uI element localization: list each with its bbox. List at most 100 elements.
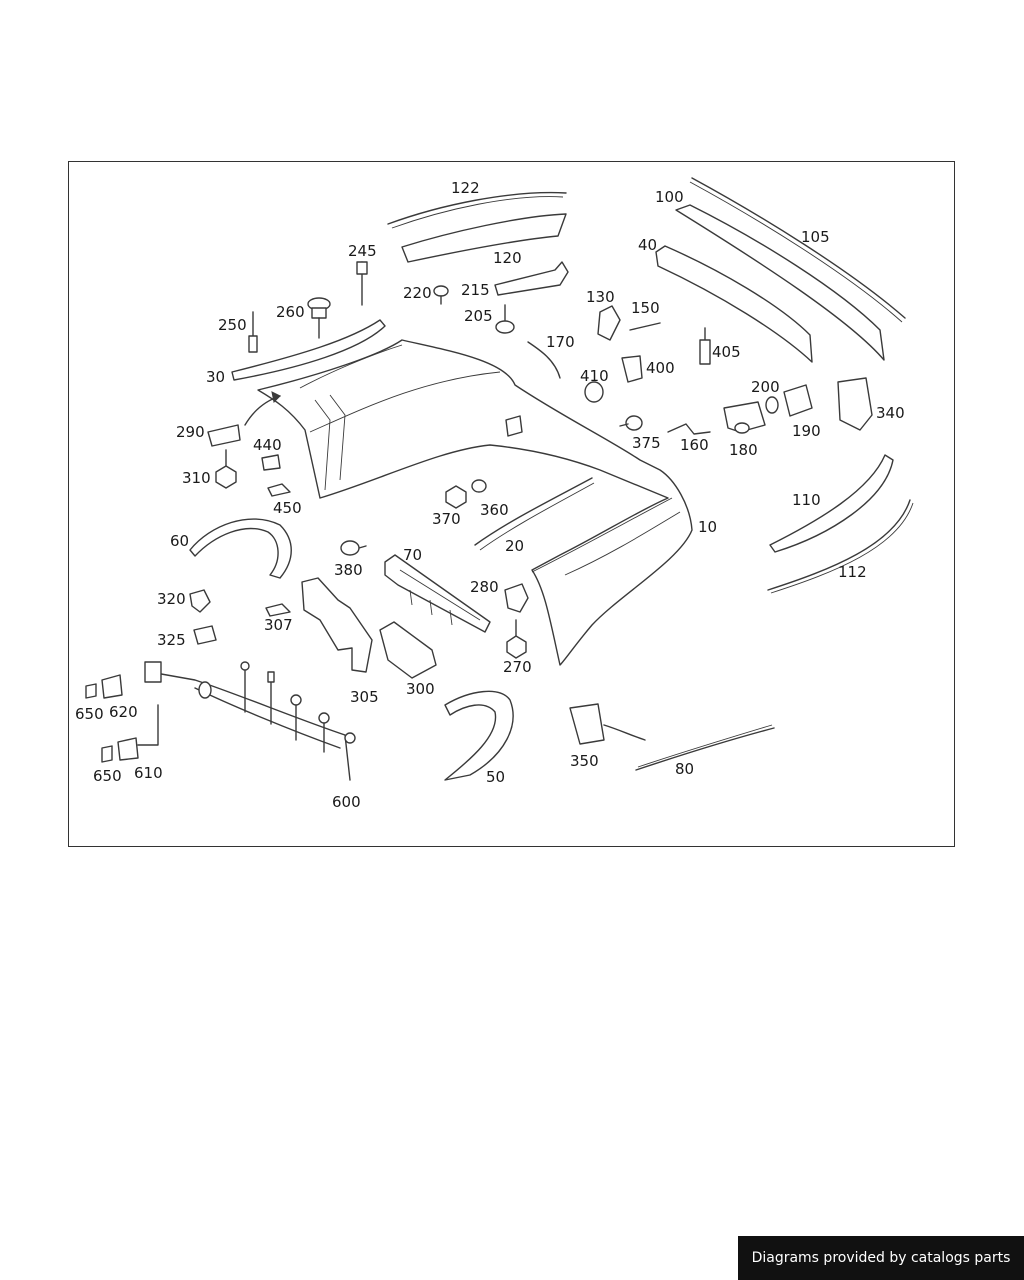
label-320: 320 [157, 590, 186, 608]
part-360-washer [471, 479, 487, 493]
label-180: 180 [729, 441, 758, 459]
label-30: 30 [206, 368, 225, 386]
label-307: 307 [264, 616, 293, 634]
part-260-bolt [307, 297, 331, 339]
label-120: 120 [493, 249, 522, 267]
label-270: 270 [503, 658, 532, 676]
part-400-clip [621, 355, 643, 383]
label-360: 360 [480, 501, 509, 519]
part-112-side-strip [767, 499, 911, 591]
part-650-connector-top [85, 683, 97, 699]
label-60: 60 [170, 532, 189, 550]
part-340-holder [837, 377, 873, 431]
footer-credit-badge: Diagrams provided by catalogs parts [738, 1236, 1024, 1280]
part-440-clip [261, 454, 281, 471]
part-280-bracket [504, 583, 529, 613]
part-10-bumper-cover [257, 339, 693, 666]
part-180-sensor [723, 401, 766, 433]
part-122-trim-strip [387, 191, 567, 225]
label-170: 170 [546, 333, 575, 351]
part-205-screw [495, 304, 515, 334]
label-650-bottom: 650 [93, 767, 122, 785]
label-150: 150 [631, 299, 660, 317]
label-20: 20 [505, 537, 524, 555]
part-307-clip [265, 603, 291, 617]
part-410-grommet [584, 381, 604, 403]
part-245-screw [356, 261, 368, 306]
part-380-connector [340, 540, 367, 556]
label-310: 310 [182, 469, 211, 487]
part-375-connector [619, 415, 643, 431]
label-375: 375 [632, 434, 661, 452]
label-305: 305 [350, 688, 379, 706]
part-320-clip [189, 589, 211, 613]
label-100: 100 [655, 188, 684, 206]
part-620-connector [101, 674, 123, 699]
label-260: 260 [276, 303, 305, 321]
part-350-holder [569, 703, 605, 745]
part-650-connector-bottom [101, 745, 113, 763]
label-650-top: 650 [75, 705, 104, 723]
label-290: 290 [176, 423, 205, 441]
part-370-nut [445, 485, 467, 509]
label-190: 190 [792, 422, 821, 440]
label-620: 620 [109, 703, 138, 721]
part-215-bracket [494, 261, 569, 296]
part-220-clip [433, 285, 449, 305]
label-110: 110 [792, 491, 821, 509]
label-610: 610 [134, 764, 163, 782]
label-300: 300 [406, 680, 435, 698]
label-370: 370 [432, 510, 461, 528]
label-105: 105 [801, 228, 830, 246]
label-405: 405 [712, 343, 741, 361]
label-250: 250 [218, 316, 247, 334]
part-270-screw [506, 619, 527, 659]
label-440: 440 [253, 436, 282, 454]
label-380: 380 [334, 561, 363, 579]
part-40-bar [655, 245, 813, 363]
label-340: 340 [876, 404, 905, 422]
label-220: 220 [403, 284, 432, 302]
part-250-pin [248, 311, 258, 353]
part-105-strip [691, 177, 906, 319]
label-600: 600 [332, 793, 361, 811]
label-160: 160 [680, 436, 709, 454]
label-50: 50 [486, 768, 505, 786]
part-110-side-trim [769, 454, 894, 553]
label-450: 450 [273, 499, 302, 517]
label-410: 410 [580, 367, 609, 385]
label-122: 122 [451, 179, 480, 197]
label-200: 200 [751, 378, 780, 396]
label-400: 400 [646, 359, 675, 377]
label-130: 130 [586, 288, 615, 306]
part-170-strap [527, 341, 561, 379]
label-112: 112 [838, 563, 867, 581]
part-100-trim [675, 204, 885, 361]
part-405-screw [699, 327, 711, 365]
part-290-clip [207, 424, 241, 447]
part-160-bracket [667, 423, 711, 435]
part-305-bracket [301, 577, 373, 673]
part-30-side-strip [231, 319, 386, 381]
part-60-liner [189, 518, 292, 579]
part-310-screw [215, 449, 237, 489]
label-245: 245 [348, 242, 377, 260]
part-450-clip [267, 483, 291, 497]
label-350: 350 [570, 752, 599, 770]
label-70: 70 [403, 546, 422, 564]
part-600-harness [137, 661, 356, 781]
part-325-clip [193, 625, 217, 645]
part-300-bracket [379, 621, 437, 679]
part-80-strip [635, 727, 775, 771]
part-120-upper-trim [401, 213, 567, 263]
label-280: 280 [470, 578, 499, 596]
label-325: 325 [157, 631, 186, 649]
label-80: 80 [675, 760, 694, 778]
part-610-connector [117, 737, 139, 761]
label-205: 205 [464, 307, 493, 325]
part-200-ring [765, 396, 779, 414]
part-130-plate [597, 305, 621, 341]
label-215: 215 [461, 281, 490, 299]
part-190-cap [783, 384, 813, 417]
